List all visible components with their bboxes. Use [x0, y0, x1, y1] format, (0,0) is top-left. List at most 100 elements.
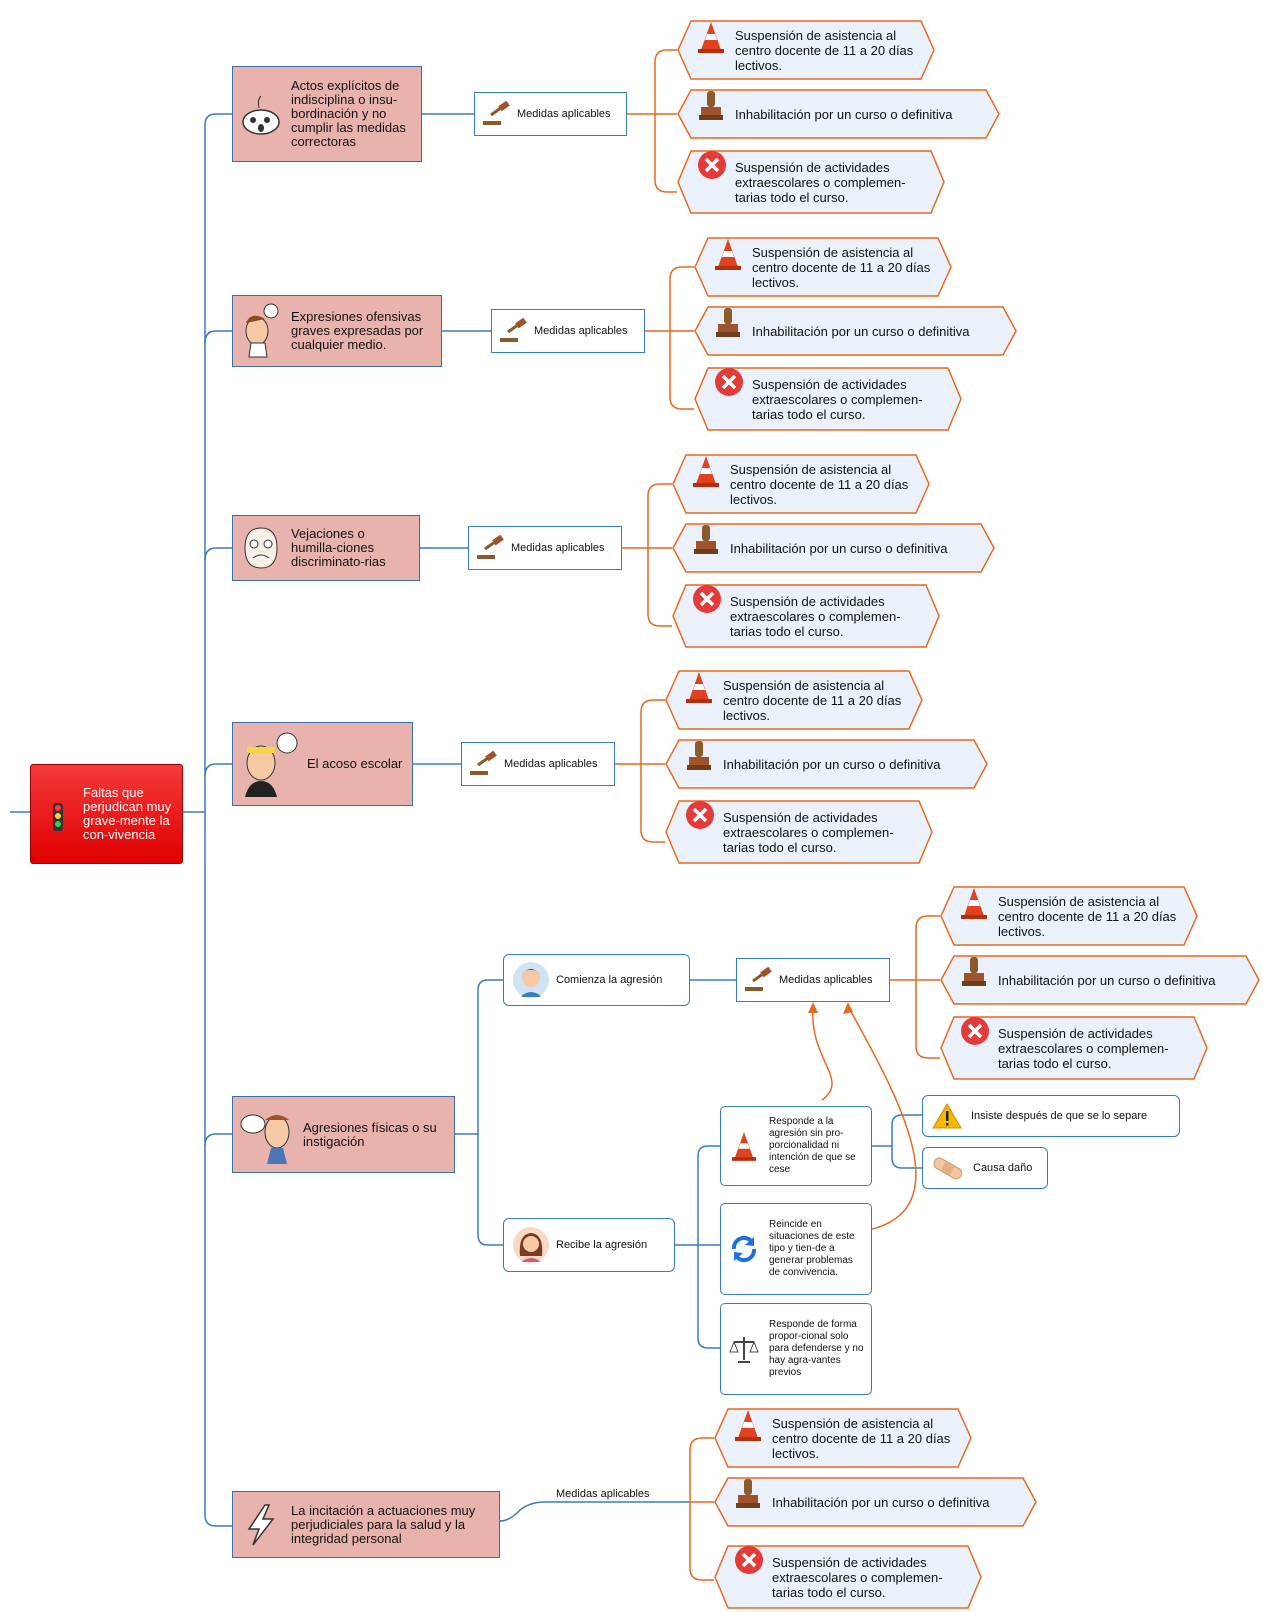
measure-label: Suspensión de actividades extraescolares… — [723, 809, 894, 855]
error-icon — [685, 801, 717, 850]
gavel-icon — [477, 535, 504, 559]
measure-inhabilitacion[interactable]: Inhabilitación por un curso o definitiva — [665, 739, 988, 789]
cone-icon — [734, 1410, 766, 1456]
cone-icon — [685, 672, 717, 718]
cone-icon — [692, 456, 724, 502]
measure-inhabilitacion[interactable]: Inhabilitación por un curso o definitiva — [940, 955, 1260, 1005]
response-proporcional[interactable]: Responde de forma propor-cional solo par… — [720, 1303, 872, 1395]
cone-icon — [714, 239, 746, 285]
measure-inhabilitacion[interactable]: Inhabilitación por un curso o definitiva — [672, 523, 995, 573]
measure-label: Suspensión de asistencia al centro docen… — [772, 1415, 951, 1461]
topic-label: Agresiones físicas o su instigación — [303, 1119, 437, 1149]
comienza-agresion[interactable]: Comienza la agresión — [503, 954, 690, 1006]
insiste-node[interactable]: Insiste después de que se lo separe — [922, 1095, 1180, 1137]
traffic-light-icon — [53, 803, 63, 831]
medidas-label: Medidas aplicables — [517, 108, 611, 120]
topic-vejaciones[interactable]: Vejaciones o humilla-ciones discriminato… — [232, 515, 420, 581]
cursing-person-icon — [239, 303, 283, 358]
gavel-icon — [500, 318, 527, 342]
cone-icon — [697, 22, 729, 68]
measure-label: Inhabilitación por un curso o definitiva — [735, 106, 953, 122]
causa-dano-node[interactable]: Causa daño — [922, 1147, 1048, 1189]
measure-suspension-actividades[interactable]: Suspensión de actividades extraescolares… — [672, 584, 940, 648]
girl-avatar-icon — [513, 1227, 549, 1263]
comienza-label: Comienza la agresión — [556, 974, 663, 986]
measure-suspension-asistencia[interactable]: Suspensión de asistencia al centro docen… — [672, 454, 930, 514]
oops-person-icon — [239, 1104, 295, 1166]
measure-suspension-asistencia[interactable]: Suspensión de asistencia al centro docen… — [694, 237, 952, 297]
measure-label: Suspensión de asistencia al centro docen… — [735, 27, 914, 73]
topic-expresiones-ofensivas[interactable]: Expresiones ofensivas graves expresadas … — [232, 295, 442, 367]
measure-label: Suspensión de asistencia al centro docen… — [723, 677, 902, 723]
gavel-icon — [483, 101, 510, 125]
measure-label: Suspensión de asistencia al centro docen… — [730, 461, 909, 507]
bandage-icon — [933, 1157, 963, 1180]
measure-suspension-asistencia[interactable]: Suspensión de asistencia al centro docen… — [714, 1408, 972, 1468]
medidas-aplicables-5[interactable]: Medidas aplicables — [736, 958, 890, 1002]
crying-face-icon — [239, 526, 283, 570]
measure-label: Inhabilitación por un curso o definitiva — [752, 323, 970, 339]
measure-suspension-actividades[interactable]: Suspensión de actividades extraescolares… — [677, 150, 945, 214]
stamp-icon — [685, 741, 717, 782]
topic-indisciplina[interactable]: Actos explícitos de indisciplina o insu-… — [232, 66, 422, 162]
error-icon — [692, 585, 724, 634]
measure-suspension-actividades[interactable]: Suspensión de actividades extraescolares… — [665, 800, 933, 864]
measure-suspension-asistencia[interactable]: Suspensión de asistencia al centro docen… — [665, 670, 923, 730]
measure-label: Inhabilitación por un curso o definitiva — [723, 756, 941, 772]
measure-label: Suspensión de actividades extraescolares… — [998, 1025, 1169, 1071]
topic-label: Expresiones ofensivas graves expresadas … — [291, 309, 424, 352]
annoyed-face-icon — [239, 92, 283, 136]
measure-label: Inhabilitación por un curso o definitiva — [998, 972, 1216, 988]
boy-avatar-icon — [513, 962, 549, 998]
measure-suspension-asistencia[interactable]: Suspensión de asistencia al centro docen… — [940, 886, 1198, 946]
causa-label: Causa daño — [973, 1162, 1033, 1174]
medidas-label: Medidas aplicables — [504, 758, 598, 770]
topic-label: La incitación a actuaciones muy perjudic… — [291, 1502, 476, 1546]
cone-icon — [960, 888, 992, 934]
medidas-label: Medidas aplicables — [511, 542, 605, 554]
medidas-aplicables-2[interactable]: Medidas aplicables — [491, 309, 645, 353]
stamp-icon — [960, 957, 992, 998]
error-icon — [960, 1017, 992, 1066]
response-reincide[interactable]: Reincide en situaciones de este tipo y t… — [720, 1203, 872, 1295]
measure-label: Suspensión de actividades extraescolares… — [752, 376, 923, 422]
topic-label: El acoso escolar — [307, 756, 403, 771]
recibe-label: Recibe la agresión — [556, 1239, 648, 1251]
root-label: Faltas que perjudican muy grave-mente la… — [83, 785, 172, 842]
measure-label: Inhabilitación por un curso o definitiva — [772, 1494, 990, 1510]
response-sin-proporcionalidad[interactable]: Responde a la agresión sin pro-porcional… — [720, 1106, 872, 1186]
error-icon — [734, 1546, 766, 1595]
response-label: Responde a la agresión sin pro-porcional… — [769, 1116, 856, 1175]
measure-suspension-asistencia[interactable]: Suspensión de asistencia al centro docen… — [677, 20, 935, 80]
error-icon — [697, 151, 729, 200]
measure-inhabilitacion[interactable]: Inhabilitación por un curso o definitiva — [677, 89, 1000, 139]
gavel-icon — [745, 967, 772, 991]
topic-agresiones-fisicas[interactable]: Agresiones físicas o su instigación — [232, 1096, 455, 1173]
medidas-aplicables-3[interactable]: Medidas aplicables — [468, 526, 622, 570]
stamp-icon — [692, 525, 724, 566]
topic-incitacion[interactable]: La incitación a actuaciones muy perjudic… — [232, 1491, 500, 1558]
response-label: Responde de forma propor-cional solo par… — [769, 1319, 864, 1378]
measure-label: Suspensión de asistencia al centro docen… — [752, 244, 931, 290]
root-topic[interactable]: Faltas que perjudican muy grave-mente la… — [30, 764, 183, 864]
recibe-agresion[interactable]: Recibe la agresión — [503, 1218, 675, 1272]
measure-label: Inhabilitación por un curso o definitiva — [730, 540, 948, 556]
topic-label: Vejaciones o humilla-ciones discriminato… — [291, 526, 386, 569]
topic-acoso-escolar[interactable]: El acoso escolar — [232, 722, 413, 806]
measure-suspension-actividades[interactable]: Suspensión de actividades extraescolares… — [714, 1545, 982, 1609]
insiste-label: Insiste después de que se lo separe — [971, 1110, 1148, 1122]
scales-icon — [727, 1334, 761, 1364]
measure-inhabilitacion[interactable]: Inhabilitación por un curso o definitiva — [694, 306, 1017, 356]
lightning-icon — [239, 1503, 283, 1547]
measure-inhabilitacion[interactable]: Inhabilitación por un curso o definitiva — [714, 1477, 1037, 1527]
error-icon — [714, 368, 746, 417]
cone-icon — [727, 1129, 761, 1163]
measure-suspension-actividades[interactable]: Suspensión de actividades extraescolares… — [940, 1016, 1208, 1080]
medidas-aplicables-4[interactable]: Medidas aplicables — [461, 742, 615, 786]
medidas-aplicables-1[interactable]: Medidas aplicables — [474, 92, 627, 136]
laughing-person-icon — [239, 729, 299, 799]
medidas-label: Medidas aplicables — [779, 974, 873, 986]
measure-suspension-actividades[interactable]: Suspensión de actividades extraescolares… — [694, 367, 962, 431]
medidas-aplicables-6[interactable]: Medidas aplicables — [556, 1488, 650, 1500]
